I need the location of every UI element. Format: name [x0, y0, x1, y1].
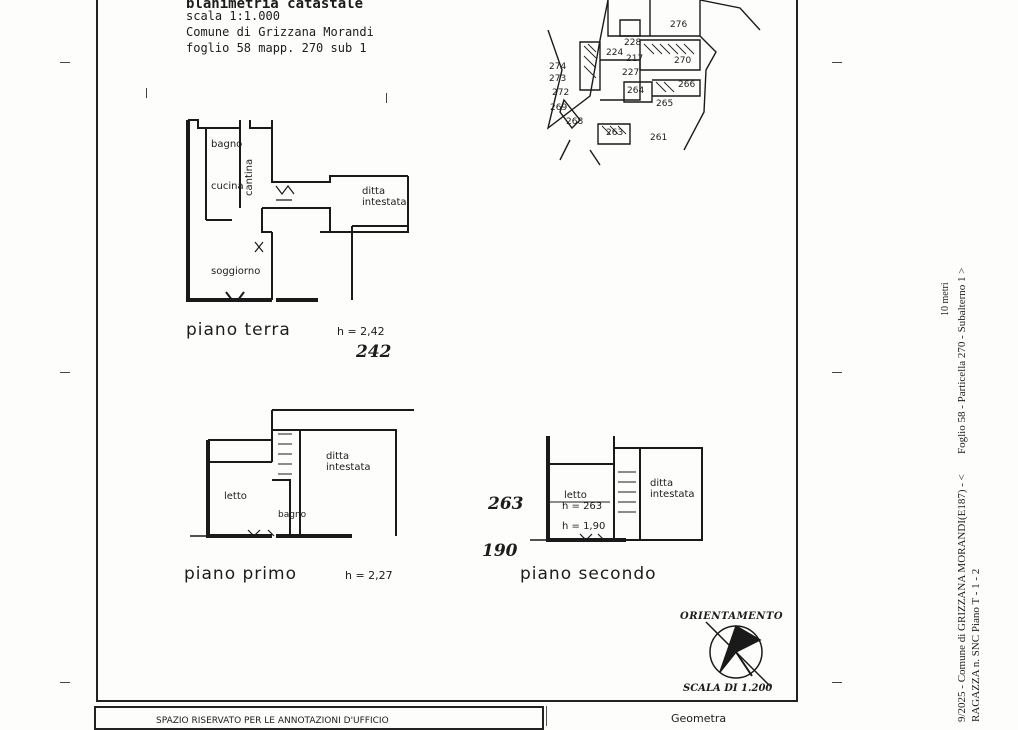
room-label-letto: letto	[224, 491, 247, 502]
parcel-number: 264	[627, 86, 645, 96]
orientation-label: ORIENTAMENTO	[680, 611, 784, 622]
room-label-bagno: bagno	[211, 139, 243, 150]
parcel-number: 270	[674, 56, 692, 66]
parcel-number: 261	[650, 133, 668, 143]
side-stamp-line3: RAGAZZA n. SNC Piano T - 1 - 2	[970, 568, 982, 722]
footer-box-right: Geometra	[546, 706, 797, 726]
room-label-bagno: bagno	[278, 510, 307, 520]
footer-left-label: SPAZIO RISERVATO PER LE ANNOTAZIONI D'UF…	[156, 716, 389, 726]
floor-title-secondo: piano secondo	[520, 564, 657, 584]
parcel-number: 272	[552, 88, 570, 98]
parcel-number: 227	[622, 68, 640, 78]
orientation-scale: SCALA DI 1.200	[683, 683, 773, 694]
margin-tick	[60, 62, 70, 63]
room-label-ditta: ditta intestata	[362, 186, 407, 208]
handwritten-height-secondo: 263	[488, 494, 524, 514]
margin-tick	[386, 93, 387, 103]
room-label-letto: letto	[564, 490, 587, 501]
comune-label: Comune di Grizzana Morandi	[186, 25, 374, 39]
parcel-number: 228	[624, 38, 642, 48]
footer-box-left: SPAZIO RISERVATO PER LE ANNOTAZIONI D'UF…	[94, 706, 544, 730]
parcel-number: 274	[549, 62, 567, 72]
footer-right-label: Geometra	[671, 712, 727, 725]
foglio-label: foglio 58 mapp. 270 sub 1	[186, 41, 367, 55]
handwritten-height-terra: 242	[356, 342, 392, 362]
side-stamp-line2: 9/2025 - Comune di GRIZZANA MORANDI(E187…	[956, 474, 968, 722]
floor-height-primo: h = 2,27	[345, 569, 393, 582]
parcel-number: 276	[670, 20, 688, 30]
margin-tick	[146, 88, 147, 98]
margin-tick	[832, 62, 842, 63]
parcel-number: 224	[606, 48, 624, 58]
margin-tick	[832, 682, 842, 683]
margin-tick	[832, 372, 842, 373]
room-label-cucina: cucina	[211, 181, 244, 192]
parcel-number: 217	[626, 54, 644, 64]
room-label-ditta: ditta intestata	[650, 478, 695, 500]
room-label-cantina: cantina	[244, 158, 255, 196]
room-label-ditta: ditta intestata	[326, 451, 371, 473]
parcel-number: 266	[678, 80, 696, 90]
parcel-number: 268	[566, 117, 584, 127]
room-height-label: h = 1,90	[562, 521, 606, 532]
parcel-number: 263	[606, 128, 624, 138]
drawing-frame	[96, 0, 798, 702]
floor-title-primo: piano primo	[184, 564, 297, 584]
header-block: planimetria catastale scala 1:1.000 Comu…	[186, 0, 374, 56]
side-stamp-line1: Foglio 58 - Particella 270 - Subalterno …	[956, 267, 968, 454]
floor-title-terra: piano terra	[186, 320, 291, 340]
sheet-title: planimetria catastale	[186, 0, 364, 8]
margin-tick	[60, 372, 70, 373]
parcel-number: 269	[550, 103, 568, 113]
room-height-label: h = 263	[562, 501, 603, 512]
margin-tick	[60, 682, 70, 683]
parcel-number: 273	[549, 74, 567, 84]
floor-height-terra: h = 2,42	[337, 325, 385, 338]
scale-label: scala 1:1.000	[186, 9, 280, 23]
handwritten-height-secondo: 190	[482, 541, 518, 561]
parcel-number: 265	[656, 99, 674, 109]
room-label-soggiorno: soggiorno	[211, 266, 261, 277]
side-stamp-line1b: 10 metri	[940, 282, 951, 316]
